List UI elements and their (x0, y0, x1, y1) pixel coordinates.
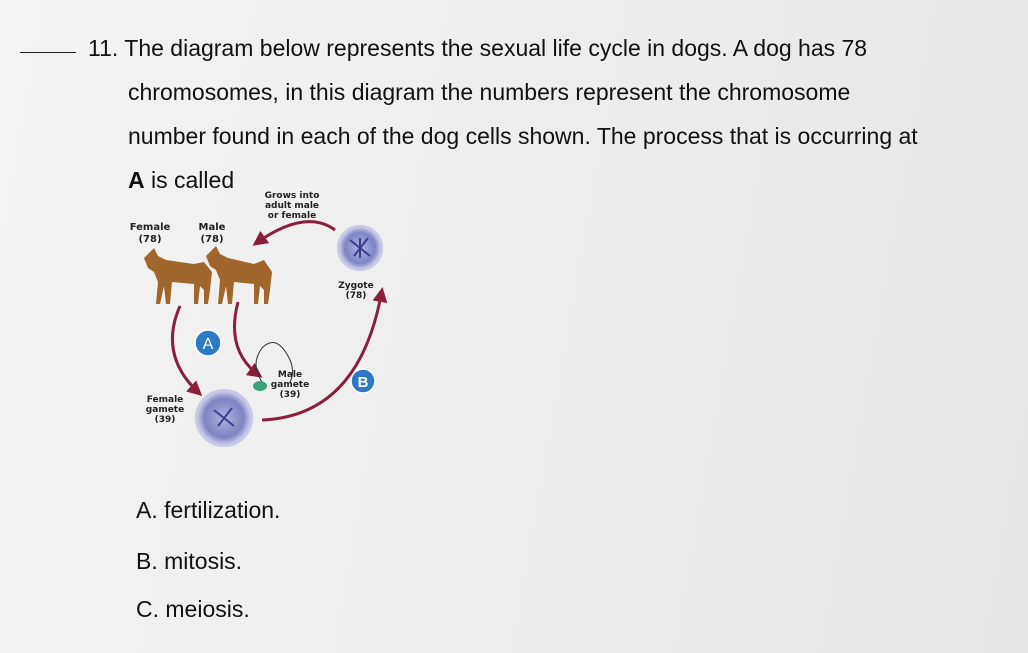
question-line-1-text: The diagram below represents the sexual … (124, 35, 868, 61)
label-grows-line-3: or female (268, 211, 316, 221)
answer-blank-line (20, 52, 76, 53)
choice-a[interactable]: A. fertilization. (136, 497, 281, 523)
label-male-gamete-line-2: gamete (271, 380, 309, 390)
label-female: Female (130, 222, 171, 233)
svg-text:B: B (358, 374, 369, 391)
label-male-gamete-count: (39) (280, 390, 301, 400)
question-line-4-text: is called (144, 167, 235, 193)
label-female-count: (78) (138, 234, 161, 245)
question-text: 11. The diagram below represents the sex… (88, 26, 1008, 202)
label-female-gamete-line-1: Female (147, 395, 184, 405)
choice-b[interactable]: B. mitosis. (136, 548, 243, 574)
male-gamete-tail (255, 342, 294, 383)
label-grows-line-1: Grows into (265, 191, 320, 201)
arrow-zygote-to-adults (252, 220, 336, 246)
arrow-male-to-gamete (233, 301, 263, 378)
marker-a: A (194, 329, 222, 357)
question-line-2: chromosomes, in this diagram the numbers… (128, 79, 851, 105)
male-gamete-head (253, 381, 267, 391)
label-female-gamete-line-2: gamete (146, 405, 184, 415)
arrow-female-to-gamete (170, 305, 203, 397)
question-line-3: number found in each of the dog cells sh… (128, 123, 918, 149)
female-dog-icon (144, 248, 212, 304)
question-line-1: 11. The diagram below represents the sex… (88, 26, 1008, 70)
label-male-gamete-line-1: Male (278, 370, 302, 380)
label-male-count: (78) (200, 234, 223, 245)
choice-c[interactable]: C. meiosis. (136, 596, 250, 622)
zygote-cell (337, 225, 383, 271)
label-grows-line-2: adult male (265, 201, 319, 211)
question-line-4: A is called (88, 158, 1008, 202)
question-bold-a: A (128, 167, 145, 193)
male-dog-icon (206, 246, 272, 304)
label-female-gamete-count: (39) (155, 415, 176, 425)
arrow-gametes-to-zygote (261, 287, 388, 422)
label-male: Male (199, 222, 226, 233)
svg-text:A: A (203, 336, 214, 353)
question-number: 11. (88, 35, 119, 61)
marker-b: B (350, 368, 376, 394)
female-gamete-cell (195, 389, 253, 447)
label-zygote-count: (78) (346, 291, 367, 301)
dog-life-cycle-diagram: A B Female (78) Male (78) Grows into adu… (130, 191, 388, 447)
label-zygote: Zygote (338, 281, 373, 291)
